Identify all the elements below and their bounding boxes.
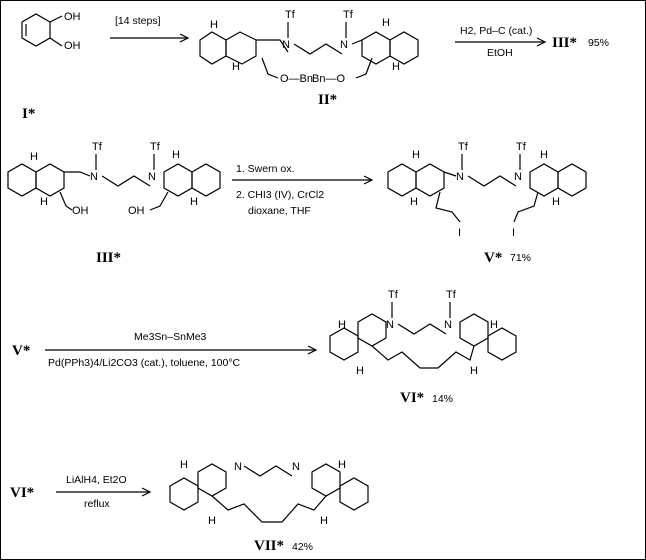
svg-text:H: H <box>180 459 188 471</box>
svg-text:H: H <box>210 19 218 31</box>
compound-II-obn: O—Bn <box>280 73 313 85</box>
svg-text:H: H <box>40 196 48 208</box>
svg-text:N: N <box>148 171 156 183</box>
svg-text:H: H <box>470 365 478 377</box>
svg-text:H: H <box>338 459 346 471</box>
step4-reagent-line2: Pd(PPh3)4/Li2CO3 (cat.), toluene, 100°C <box>48 357 241 369</box>
compound-II-n2: N <box>340 39 348 51</box>
svg-text:H: H <box>356 365 364 377</box>
svg-text:H: H <box>412 149 420 161</box>
compound-VI-start-label: VI* <box>10 485 34 501</box>
compound-V-start-label: V* <box>12 343 30 359</box>
yield-VI: 14% <box>432 393 453 405</box>
svg-text:H: H <box>540 149 548 161</box>
compound-V-iodo-left: I <box>458 227 461 239</box>
compound-I-oh-top: OH <box>64 11 81 23</box>
step2-reagent-line1: H2, Pd–C (cat.) <box>460 25 532 37</box>
compound-II-structure: H H N Tf N Tf H H O—Bn Bn—O <box>199 9 419 85</box>
compound-II-n1: N <box>282 39 290 51</box>
compound-V-iodo-right: I <box>512 227 515 239</box>
compound-VII-label: VII* <box>254 538 284 554</box>
yield-V: 71% <box>510 252 531 264</box>
svg-text:H: H <box>30 151 38 163</box>
compound-III-oh-left: OH <box>72 205 89 217</box>
compound-I-label: I* <box>22 106 35 122</box>
svg-text:H: H <box>392 61 400 73</box>
compound-I-structure: OH OH <box>21 11 81 52</box>
compound-III-label: III* <box>96 250 121 266</box>
compound-II-bno: Bn—O <box>312 73 345 85</box>
svg-text:H: H <box>208 515 216 527</box>
step4-reagent-line1: Me3Sn–SnMe3 <box>134 331 207 343</box>
svg-text:H: H <box>338 319 346 331</box>
svg-text:H: H <box>232 61 240 73</box>
svg-text:N: N <box>444 319 452 331</box>
svg-text:Tf: Tf <box>516 141 527 153</box>
svg-text:H: H <box>382 17 390 29</box>
yield-III: 95% <box>588 37 609 49</box>
compound-VII-n1: N <box>234 461 242 473</box>
yield-VII: 42% <box>292 541 313 553</box>
svg-text:H: H <box>552 196 560 208</box>
compound-VI-label: VI* <box>400 390 424 406</box>
svg-text:Tf: Tf <box>446 289 457 301</box>
compound-I-oh-bottom: OH <box>64 40 81 52</box>
svg-text:H: H <box>190 196 198 208</box>
compound-III-label-top: III* <box>552 35 577 51</box>
step3-reagent-line3: dioxane, THF <box>248 205 311 217</box>
svg-text:N: N <box>456 171 464 183</box>
svg-text:Tf: Tf <box>458 141 469 153</box>
step1-reagent: [14 steps] <box>115 15 161 27</box>
svg-text:H: H <box>490 319 498 331</box>
svg-text:N: N <box>386 319 394 331</box>
step3-reagent-line1: 1. Swern ox. <box>236 163 294 175</box>
step5-reagent-line1: LiAlH4, Et2O <box>66 474 127 486</box>
compound-V-label: V* <box>484 250 502 266</box>
step2-reagent-line2: EtOH <box>487 47 513 59</box>
svg-text:N: N <box>514 171 522 183</box>
svg-text:Tf: Tf <box>150 141 161 153</box>
svg-text:N: N <box>90 171 98 183</box>
step5-reagent-line2: reflux <box>84 498 110 510</box>
svg-text:H: H <box>172 149 180 161</box>
compound-III-structure: H H N Tf N Tf H H OH OH <box>7 141 221 217</box>
compound-VII-structure: H H N N H H <box>169 459 369 527</box>
svg-text:Tf: Tf <box>388 289 399 301</box>
compound-II-label: II* <box>318 92 337 108</box>
svg-text:H: H <box>320 515 328 527</box>
compound-III-oh-right: OH <box>128 205 145 217</box>
compound-VI-structure: H H N Tf N Tf H H <box>329 289 517 377</box>
compound-II-tf2: Tf <box>343 9 354 21</box>
svg-text:Tf: Tf <box>92 141 103 153</box>
step3-reagent-line2: 2. CHI3 (IV), CrCl2 <box>236 189 324 201</box>
svg-text:H: H <box>410 196 418 208</box>
compound-VII-n2: N <box>292 461 300 473</box>
compound-V-structure: H H N Tf N Tf H H I I <box>387 141 587 239</box>
compound-II-tf1: Tf <box>285 9 296 21</box>
